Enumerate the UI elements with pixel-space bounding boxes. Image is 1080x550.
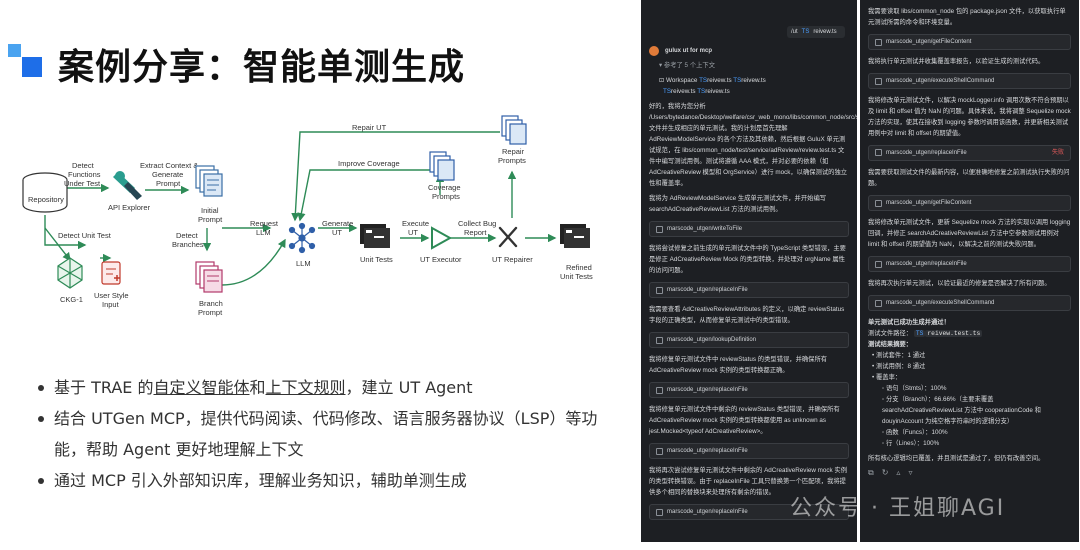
tool-call-1[interactable]: marscode_utgen/writeToFile bbox=[649, 221, 849, 237]
custom-agent-link[interactable]: 自定义智能体 bbox=[153, 378, 250, 397]
message-para-r4: 我将修改单元测试文件，更新 Sequelize mock 方法的实现以调用 lo… bbox=[868, 219, 1071, 248]
status-badge: 失败 bbox=[1051, 150, 1064, 156]
agent-avatar bbox=[649, 46, 659, 56]
result-suites: • 测试套件：1 通过 bbox=[872, 352, 926, 359]
api-explorer-icon bbox=[113, 171, 142, 200]
message-para-5: 我将修复单元测试文件中 reviewStatus 的类型错误，并确保所有 AdC… bbox=[649, 356, 828, 374]
result-cases: • 测试用例：8 通过 bbox=[872, 363, 926, 370]
tool-call-2[interactable]: marscode_utgen/replaceInFile bbox=[649, 282, 849, 298]
ref-row-2[interactable]: TSreivew.ts TSreivew.ts bbox=[663, 88, 730, 95]
bullet-2: 结合 UTGen MCP，提供代码阅读、代码修改、语言服务器协议（LSP）等功能… bbox=[36, 403, 626, 465]
tool-call-r2[interactable]: marscode_utgen/executeShellCommand bbox=[868, 73, 1071, 89]
cov-funcs: ◦ 函数（Funcs）：100% bbox=[882, 429, 948, 436]
result-done: 单元测试已成功生成并通过！ bbox=[868, 319, 950, 326]
refs-toggle[interactable]: ▾ 参考了 5 个上下文 bbox=[659, 62, 716, 69]
repository-label: Repository bbox=[28, 195, 64, 204]
thumb-down-icon[interactable]: ▿ bbox=[908, 468, 913, 477]
tool-call-4[interactable]: marscode_utgen/replaceInFile bbox=[649, 382, 849, 398]
tool-call-5[interactable]: marscode_utgen/replaceInFile bbox=[649, 443, 849, 459]
tool-call-r4[interactable]: marscode_utgen/getFileContent bbox=[868, 195, 1071, 211]
cov-stmts: ◦ 语句（Stmts）：100% bbox=[882, 385, 947, 392]
message-para-2: 我将为 AdReviewModelService 生成单元测试文件，并开始编写 … bbox=[649, 195, 827, 213]
detect-unit-test-label: Detect Unit Test bbox=[58, 231, 112, 240]
ut-executor-icon bbox=[431, 226, 453, 250]
copy-icon[interactable]: ⧉ bbox=[868, 468, 874, 477]
llm-label: LLM bbox=[296, 259, 311, 268]
message-para-r5: 我将再次执行单元测试，以验证最近的修复是否解决了所有问题。 bbox=[868, 280, 1051, 287]
message-para-1: 好的，我将为您分析 /Users/bytedance/Desktop/welfa… bbox=[649, 103, 857, 187]
bullet-1: 基于 TRAE 的自定义智能体和上下文规则，建立 UT Agent bbox=[36, 372, 626, 403]
branch-prompt-icon bbox=[195, 261, 223, 293]
result-coverage: • 覆盖率： bbox=[872, 374, 902, 381]
agent-header: gulux ut for mcp bbox=[649, 46, 849, 56]
tool-call-r6[interactable]: marscode_utgen/executeShellCommand bbox=[868, 295, 1071, 311]
tool-call-6[interactable]: marscode_utgen/replaceInFile bbox=[649, 504, 849, 520]
cov-branch: ◦ 分支（Branch）：66.66%（主要未覆盖 searchAdCreati… bbox=[882, 396, 1041, 425]
coverage-prompts-icon bbox=[429, 151, 455, 181]
tool-call-r1[interactable]: marscode_utgen/getFileContent bbox=[868, 34, 1071, 50]
unit-tests-label: Unit Tests bbox=[360, 255, 393, 264]
tool-call-3[interactable]: marscode_utgen/lookupDefinition bbox=[649, 332, 849, 348]
refined-unit-tests-icon bbox=[560, 224, 590, 248]
initial-prompt-icon bbox=[195, 165, 223, 197]
ut-executor-label: UT Executor bbox=[420, 255, 462, 264]
api-explorer-label: API Explorer bbox=[108, 203, 151, 212]
page-title: 案例分享：智能单测生成 bbox=[58, 47, 466, 88]
message-para-7: 我将再次尝试修复单元测试文件中剩余的 AdCreativeReview mock… bbox=[649, 467, 848, 496]
ref-row-1[interactable]: ⊡ Workspace TSreivew.ts TSreivew.ts bbox=[659, 77, 766, 84]
message-para-r1: 我将执行单元测试并收集覆盖率报告，以验证生成的测试代码。 bbox=[868, 58, 1045, 65]
bullet-3: 通过 MCP 引入外部知识库，理解业务知识，辅助单测生成 bbox=[36, 465, 626, 496]
ut-repairer-icon bbox=[498, 226, 518, 248]
repair-ut-label: Repair UT bbox=[352, 123, 387, 132]
cov-lines: ◦ 行（Lines）：100% bbox=[882, 440, 940, 447]
message-para-0: 我需要读取 libs/common_node 包的 package.json 文… bbox=[868, 8, 1066, 26]
repository-icon bbox=[22, 172, 68, 213]
slide: 案例分享：智能单测生成 Reposit bbox=[8, 44, 626, 496]
message-para-3: 我将尝试修复之前生成的单元测试文件中的 TypeScript 类型错误，主要是修… bbox=[649, 245, 846, 274]
message-para-6: 我将修复单元测试文件中剩余的 reviewStatus 类型错误，并确保所有 A… bbox=[649, 406, 840, 435]
ckg-icon bbox=[57, 257, 83, 289]
result-footer: 所有核心逻辑均已覆盖，并且测试是通过了，但仍有改善空间。 bbox=[868, 455, 1045, 462]
message-para-4: 我需要查看 AdCreativeReviewAttributes 的定义，以确定… bbox=[649, 306, 845, 324]
tool-call-r5[interactable]: marscode_utgen/replaceInFile bbox=[868, 256, 1071, 272]
message-para-r3: 我需要获取测试文件的最新内容，以便准确地修复之前测试执行失败的问题。 bbox=[868, 169, 1070, 187]
context-rules-link[interactable]: 上下文规则 bbox=[265, 378, 346, 397]
user-style-icon bbox=[101, 261, 121, 285]
ckg-label: CKG-1 bbox=[60, 295, 83, 304]
improve-coverage-label: Improve Coverage bbox=[338, 159, 400, 168]
ut-repairer-label: UT Repairer bbox=[492, 255, 533, 264]
chat-panel-right: 我需要读取 libs/common_node 包的 package.json 文… bbox=[860, 0, 1079, 542]
message-actions: ⧉ ↻ ▵ ▿ bbox=[868, 468, 1071, 478]
llm-icon bbox=[288, 222, 316, 254]
bullet-list: 基于 TRAE 的自定义智能体和上下文规则，建立 UT Agent 结合 UTG… bbox=[36, 372, 626, 496]
retry-icon[interactable]: ↻ bbox=[881, 468, 889, 477]
unit-tests-icon bbox=[360, 224, 390, 248]
result-summary-title: 测试结果摘要： bbox=[868, 341, 913, 348]
thumb-up-icon[interactable]: ▵ bbox=[896, 468, 901, 477]
repair-prompts-icon bbox=[501, 115, 527, 145]
title-logo-icon bbox=[8, 44, 42, 77]
watermark: 公众号 · 王姐聊AGI bbox=[790, 496, 1006, 521]
message-para-r2: 我将修改单元测试文件，以解决 mockLogger.info 调用次数不符合预期… bbox=[868, 97, 1071, 137]
